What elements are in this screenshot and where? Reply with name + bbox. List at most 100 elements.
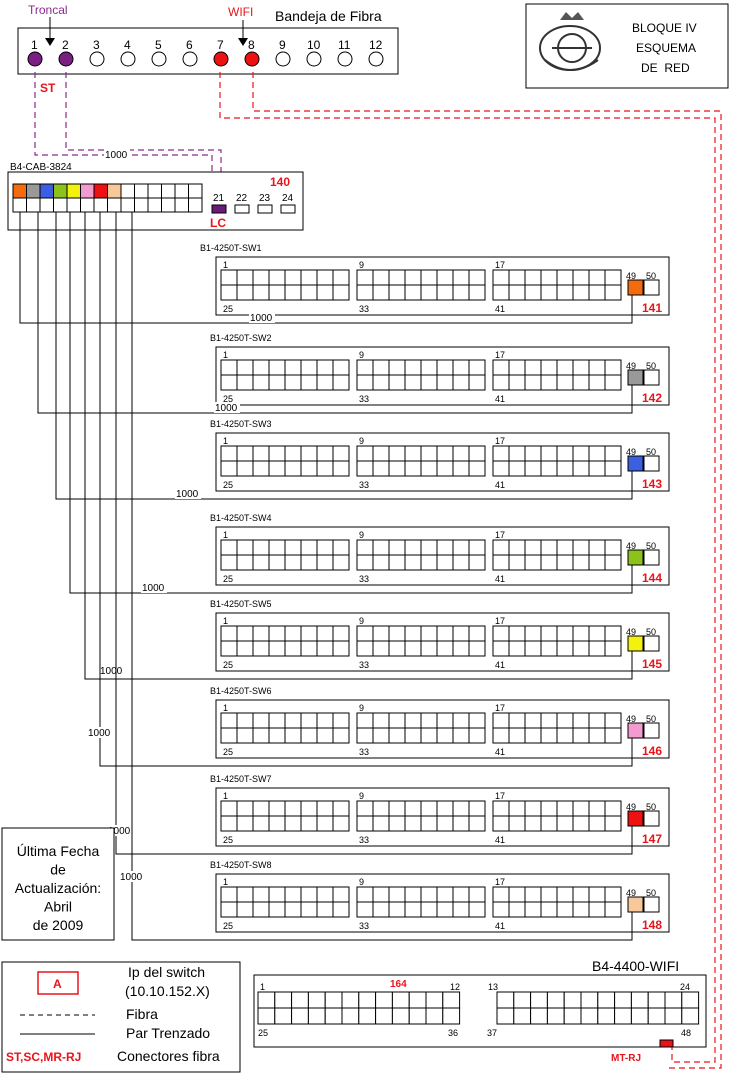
uplink-wire	[69, 212, 633, 594]
trunk-tag: Troncal	[28, 3, 68, 17]
switch-port	[604, 815, 622, 832]
switch-port	[420, 284, 438, 301]
switch-port	[284, 445, 302, 462]
tray-port-number: 12	[369, 38, 383, 52]
cabinet-port	[147, 197, 162, 213]
update-note-line: Última Fecha	[17, 843, 100, 859]
switch-port-label: 17	[495, 530, 505, 540]
cabinet-uplink-number: 23	[259, 193, 271, 204]
fiber-link-wifi-2	[252, 72, 722, 1069]
switch-port-group	[356, 712, 486, 744]
switch-port	[508, 727, 526, 744]
switch-port	[316, 445, 334, 462]
cabinet-uplink-number: 22	[236, 193, 248, 204]
switch-port-label: 33	[359, 747, 369, 757]
switch-port	[300, 712, 318, 729]
wifi-port	[291, 991, 309, 1009]
switch-port	[588, 625, 606, 642]
wifi-port	[546, 1007, 565, 1025]
uplink-speed: 1000	[100, 666, 123, 677]
switch-port	[284, 640, 302, 657]
switch-port	[604, 359, 622, 376]
switch-port	[420, 460, 438, 477]
switch-port	[300, 800, 318, 817]
wifi-port	[614, 1007, 632, 1025]
switch-port	[284, 284, 302, 301]
switch-port	[268, 712, 286, 729]
tray-port	[27, 51, 43, 67]
switch-port-group	[220, 269, 350, 301]
switch-port	[556, 284, 574, 301]
switch-port-label: 9	[359, 436, 364, 446]
switch-port	[508, 460, 526, 477]
switch-port	[404, 815, 422, 832]
switch-port	[540, 539, 558, 556]
wifi-port-label-12: 12	[450, 982, 460, 992]
legend-fiber-text: Fibra	[126, 1006, 158, 1022]
cabinet-port	[107, 197, 122, 213]
lc-label: LC	[210, 216, 226, 230]
switch-port	[524, 460, 542, 477]
trunk-arrow-head	[45, 38, 55, 46]
wifi-port	[597, 1007, 616, 1025]
switch-port	[332, 800, 350, 817]
switch-port-group	[220, 886, 350, 918]
switch-port	[492, 539, 510, 556]
switch-port	[492, 886, 510, 903]
switch-port	[356, 554, 374, 571]
switch-port	[540, 625, 558, 642]
uplink-speed: 1000	[88, 728, 111, 739]
switch-port-group	[492, 886, 622, 918]
switch-port	[588, 539, 606, 556]
switch-port	[332, 284, 350, 301]
switch-port	[540, 359, 558, 376]
switch-port	[492, 625, 510, 642]
switch-port	[220, 460, 238, 477]
switch-port	[508, 815, 526, 832]
switch-port	[252, 727, 270, 744]
switch-port	[252, 554, 270, 571]
switch-name: B1-4250T-SW6	[210, 686, 272, 696]
switch-port	[404, 554, 422, 571]
uplink-speed: 1000	[215, 403, 238, 414]
wifi-port	[375, 991, 393, 1009]
switch-port	[356, 374, 374, 391]
switch-port	[284, 625, 302, 642]
switch-port	[468, 539, 486, 556]
cabinet-port	[53, 183, 68, 199]
uplink-speed: 1000	[120, 872, 143, 883]
switch-port	[604, 374, 622, 391]
cabinet-uplink-port	[280, 204, 296, 214]
switch-port	[236, 539, 254, 556]
switch-port-label: 9	[359, 877, 364, 887]
switch-port	[268, 269, 286, 286]
switch-port	[388, 539, 406, 556]
switch-port	[468, 460, 486, 477]
switch-port	[284, 815, 302, 832]
wifi-port	[307, 1007, 326, 1025]
tray-port	[368, 51, 384, 67]
sfp-port-label: 49	[626, 271, 636, 281]
wifi-port	[257, 1007, 276, 1025]
switch-port	[220, 886, 238, 903]
sfp-spare-port	[643, 896, 660, 913]
wifi-tag: WIFI	[228, 5, 253, 19]
sfp-uplink-port	[627, 810, 644, 827]
switch-port	[420, 554, 438, 571]
switch-port	[492, 800, 510, 817]
cabinet-port	[12, 183, 27, 199]
update-note-box	[1, 827, 115, 941]
mt-rj-label: MT-RJ	[611, 1053, 641, 1064]
switch-port-group	[356, 269, 486, 301]
switch-port	[540, 815, 558, 832]
switch-port	[332, 901, 350, 918]
speed-label-bg	[107, 825, 133, 836]
switch-port	[300, 815, 318, 832]
switch-port	[220, 374, 238, 391]
switch-port	[372, 800, 390, 817]
switch-port-group	[356, 359, 486, 391]
